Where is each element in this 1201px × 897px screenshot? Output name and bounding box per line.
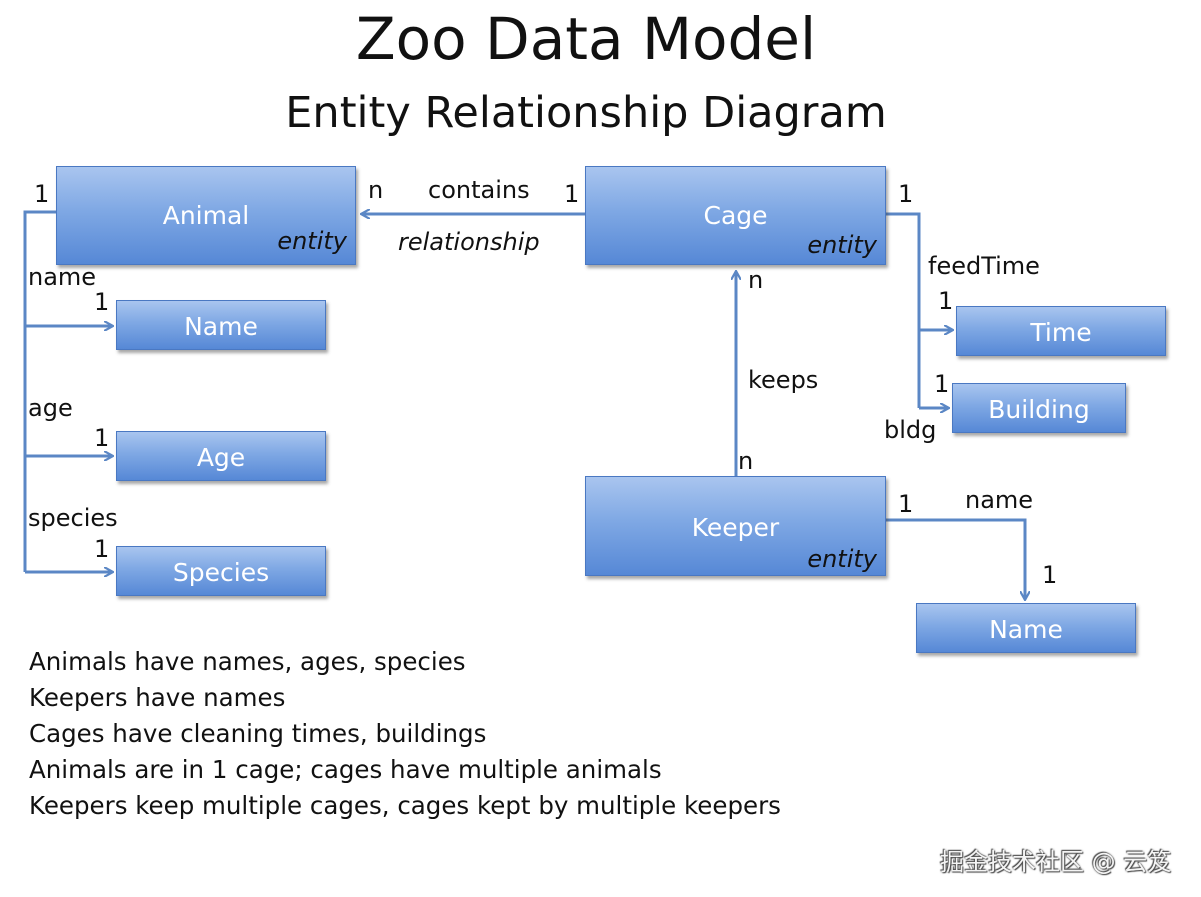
cardinality-animal-spine: 1 (34, 180, 50, 208)
relationship-tag-label: relationship (398, 228, 540, 256)
bldg-label: bldg (884, 416, 937, 444)
keeper-entity-tag: entity (807, 545, 877, 573)
keeps-label: keeps (748, 366, 819, 394)
cage-entity-name: Cage (703, 201, 768, 230)
keeper-name-attribute-label: Name (989, 615, 1063, 644)
cardinality-species: 1 (94, 535, 110, 563)
animal-entity-name: Animal (162, 201, 250, 230)
note-line: Keepers have names (29, 683, 286, 712)
keeper-entity-name: Keeper (691, 513, 780, 542)
note-line: Animals have names, ages, species (29, 647, 466, 676)
cardinality-keeper-keeps: n (738, 447, 754, 475)
notes-list: Animals have names, ages, species Keeper… (29, 644, 781, 824)
animal-entity: Animal entity (56, 166, 356, 265)
cardinality-age: 1 (94, 424, 110, 452)
cardinality-cage-contains: 1 (564, 180, 580, 208)
animal-age-relation-label: age (28, 394, 73, 422)
feedtime-label: feedTime (928, 252, 1040, 280)
species-attribute: Species (116, 546, 326, 596)
animal-species-relation-label: species (28, 504, 118, 532)
age-attribute-label: Age (196, 443, 246, 472)
age-attribute: Age (116, 431, 326, 481)
keeper-name-relation-label: name (965, 486, 1034, 514)
cage-spine-line (886, 212, 921, 408)
contains-label: contains (428, 176, 530, 204)
animal-name-attribute-label: Name (184, 312, 258, 341)
building-attribute-label: Building (988, 395, 1090, 424)
cardinality-keeper-name-target: 1 (1042, 561, 1058, 589)
keeper-name-connector (886, 518, 1025, 599)
note-line: Animals are in 1 cage; cages have multip… (29, 755, 662, 784)
cage-entity: Cage entity (585, 166, 886, 265)
building-attribute: Building (952, 383, 1126, 433)
cardinality-cage-attrs: 1 (898, 180, 914, 208)
time-attribute: Time (956, 306, 1166, 356)
note-line: Keepers keep multiple cages, cages kept … (29, 791, 781, 820)
cardinality-name: 1 (94, 288, 110, 316)
animal-name-relation-label: name (28, 263, 97, 291)
animal-spine-line (23, 210, 56, 572)
animal-entity-tag: entity (277, 227, 347, 255)
cardinality-building: 1 (934, 370, 950, 398)
cage-entity-tag: entity (807, 231, 877, 259)
animal-name-attribute: Name (116, 300, 326, 350)
diagram-subtitle: Entity Relationship Diagram (285, 88, 887, 138)
cardinality-time: 1 (938, 287, 954, 315)
species-attribute-label: Species (172, 558, 270, 587)
watermark: 掘金技术社区 @ 云笈 (940, 848, 1172, 876)
keeper-name-attribute: Name (916, 603, 1136, 653)
time-attribute-label: Time (1030, 318, 1092, 347)
diagram-title: Zoo Data Model (355, 5, 817, 73)
keeper-entity: Keeper entity (585, 476, 886, 576)
cardinality-animal-many: n (368, 176, 384, 204)
note-line: Cages have cleaning times, buildings (29, 719, 487, 748)
cardinality-keeper-name-source: 1 (898, 490, 914, 518)
cardinality-cage-keeps: n (748, 266, 764, 294)
